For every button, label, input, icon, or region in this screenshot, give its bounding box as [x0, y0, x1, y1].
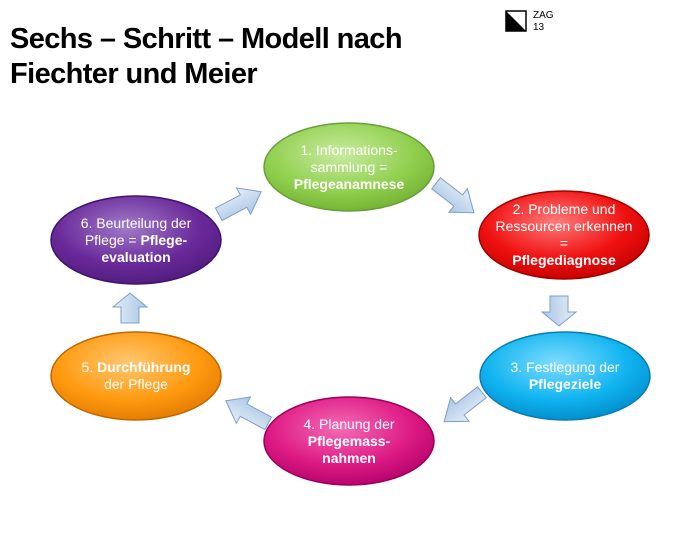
step-2-ellipse — [478, 190, 650, 280]
step-3-ellipse — [479, 331, 651, 421]
title-line-2: Fiechter und Meier — [10, 58, 258, 90]
arrow-4-to-5 — [225, 396, 273, 431]
arrow-5-to-6 — [111, 292, 149, 324]
logo-text: ZAG 13 — [533, 10, 554, 34]
arrow-6-to-1 — [214, 187, 262, 222]
step-6-ellipse — [50, 195, 222, 285]
arrow-3-to-4 — [443, 386, 487, 423]
arrow-2-to-3 — [540, 295, 578, 327]
zag-logo-icon — [505, 10, 527, 32]
logo-line-1: ZAG — [533, 10, 554, 21]
step-1-ellipse — [263, 122, 435, 212]
step-4-ellipse — [263, 396, 435, 486]
arrow-1-to-2 — [431, 177, 475, 214]
step-2-label: 2. Probleme und Ressourcen erkennen =Pfl… — [495, 201, 633, 268]
step-1-label: 1. Informations-sammlung =Pflegeanamnese — [293, 141, 405, 192]
step-5-ellipse — [50, 331, 222, 421]
logo-line-2: 13 — [533, 22, 545, 33]
step-6-label: 6. Beurteilung der Pflege = Pflege-evalu… — [80, 214, 192, 265]
page-title: Sechs – Schritt – Modell nach Fiechter u… — [10, 22, 490, 92]
title-line-1: Sechs – Schritt – Modell nach — [10, 23, 403, 55]
